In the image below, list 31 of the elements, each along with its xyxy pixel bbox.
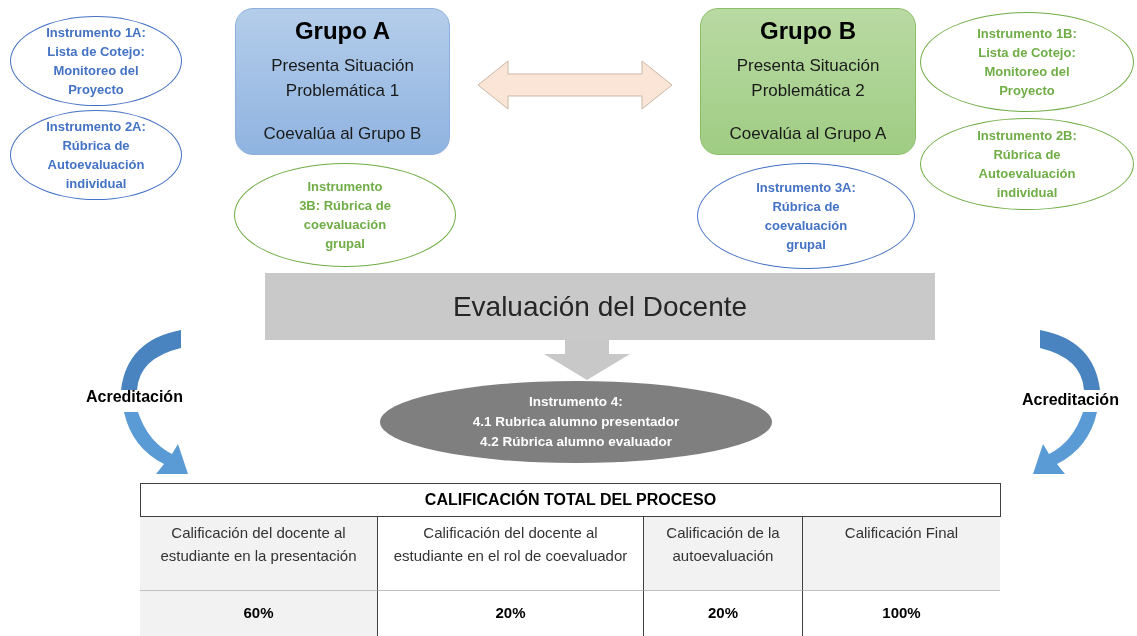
block-arrow bbox=[544, 340, 630, 380]
node-text: 4.2 Rúbrica alumno evaluador bbox=[479, 433, 673, 451]
group-task: Coevalúa al Grupo A bbox=[729, 122, 887, 145]
node-text: Instrumento 3B: Rúbrica de coevaluación grupal bbox=[299, 178, 391, 253]
node-text: Instrumento 1B: Lista de Cotejo: Monitoreo del Proyecto bbox=[977, 25, 1077, 100]
node-text: Instrumento 4: bbox=[529, 393, 623, 411]
node-text: Instrumento 1A: Lista de Cotejo: Monitoreo del Proyecto bbox=[45, 24, 147, 99]
group-description: Presenta Situación Problemática 2 bbox=[735, 55, 881, 102]
group-title: Grupo A bbox=[294, 16, 391, 46]
table-value-cell: 20% bbox=[377, 590, 643, 636]
accreditation-label: Acreditación bbox=[86, 387, 183, 407]
table-header-cell: Calificación Final bbox=[802, 517, 1000, 590]
group-task: Coevalúa al Grupo B bbox=[263, 122, 422, 145]
accreditation-label: Acreditación bbox=[1022, 390, 1119, 410]
table-value-cell: 20% bbox=[643, 590, 802, 636]
group-description: Presenta Situación Problemática 1 bbox=[270, 55, 415, 102]
block-arrow bbox=[477, 60, 673, 110]
group-title: Grupo B bbox=[760, 16, 856, 46]
group-box bbox=[235, 8, 450, 155]
node-text: Instrumento 3A: Rúbrica de coevaluación grupal bbox=[755, 179, 857, 254]
node-text: 4.1 Rubrica alumno presentador bbox=[472, 413, 680, 431]
table-title-cell: CALIFICACIÓN TOTAL DEL PROCESO bbox=[140, 483, 1001, 517]
table-value-cell: 100% bbox=[802, 590, 1000, 636]
table-value-cell: 60% bbox=[140, 590, 377, 636]
group-box bbox=[700, 8, 916, 155]
evaluation-band bbox=[265, 273, 935, 340]
node-text: Evaluación del Docente bbox=[452, 289, 748, 324]
table-header-cell: Calificación del docente al estudiante en la presentación bbox=[140, 517, 377, 590]
node-text: Instrumento 2A: Rúbrica de Autoevaluación individual bbox=[45, 118, 147, 193]
table-header-cell: Calificación de la autoevaluación bbox=[643, 517, 802, 590]
node-text: Instrumento 2B: Rúbrica de Autoevaluación individual bbox=[977, 127, 1077, 202]
